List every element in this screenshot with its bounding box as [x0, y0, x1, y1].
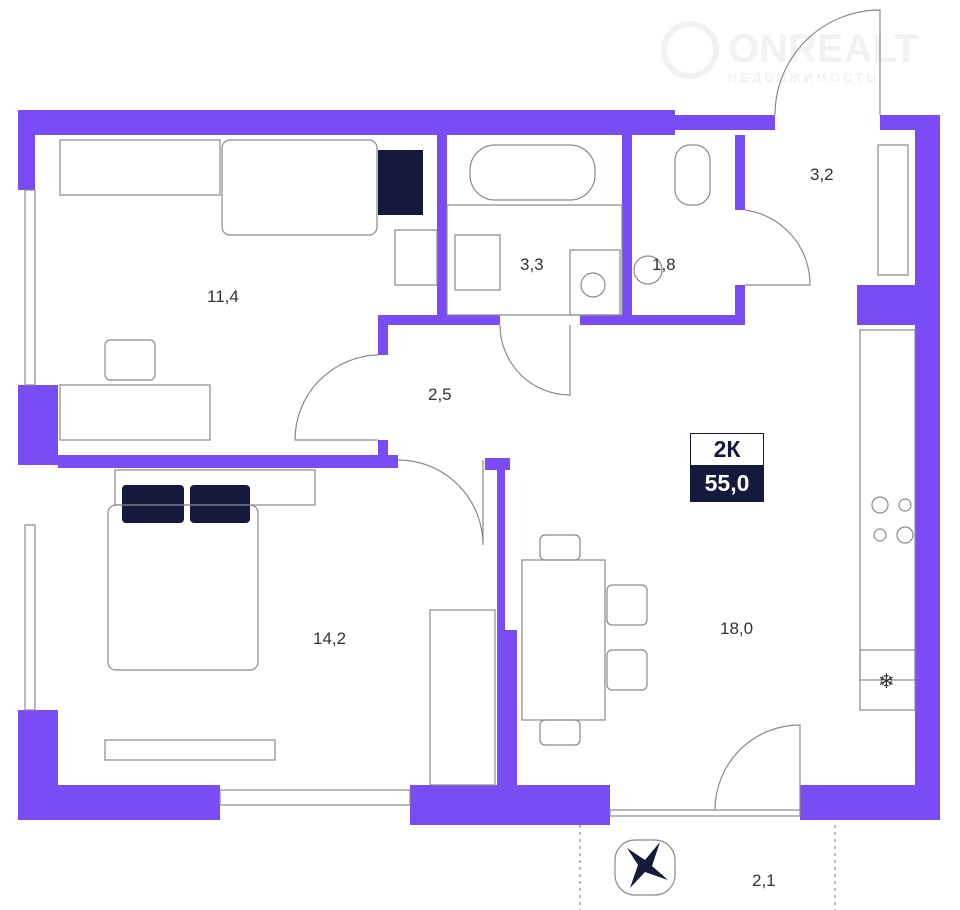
apartment-badge: 2К 55,0 [690, 433, 764, 502]
dining-table [521, 559, 606, 721]
double-bed [107, 504, 259, 671]
windows [24, 189, 801, 817]
kitchen-counter [859, 329, 916, 681]
fridge [859, 649, 916, 711]
area-bedroom-2: 14,2 [313, 629, 346, 648]
pillow-left [122, 485, 184, 523]
washing-machine [569, 249, 621, 316]
balcony-chair [614, 839, 676, 896]
area-toilet: 1,8 [652, 255, 676, 274]
snowflake-icon: ❄ [878, 671, 895, 693]
area-kitchen-living: 18,0 [720, 619, 753, 638]
area-bedroom-1: 11,4 [207, 287, 239, 306]
svg-text:НЕДВИЖИМОСТЬ: НЕДВИЖИМОСТЬ [728, 70, 878, 85]
wardrobe-bedroom [429, 609, 496, 786]
sink [454, 234, 501, 291]
walls [18, 110, 940, 825]
desk [59, 384, 211, 441]
bed-single [221, 139, 378, 236]
tv-stand [104, 739, 276, 761]
room-count: 2К [691, 434, 763, 465]
total-area: 55,0 [691, 465, 763, 501]
area-entry-hall: 3,2 [810, 165, 834, 184]
cushion [627, 842, 668, 888]
svg-text:ONREALT: ONREALT [728, 27, 918, 71]
toilet [674, 144, 711, 206]
room-labels: 11,4 3,3 1,8 3,2 2,5 14,2 18,0 2,1 [207, 165, 834, 890]
watermark: ONREALT НЕДВИЖИМОСТЬ [661, 21, 918, 85]
furniture: ❄ [59, 139, 916, 910]
bathtub [469, 144, 596, 201]
doors [294, 9, 881, 811]
pillow-right [190, 485, 250, 523]
area-corridor: 2,5 [428, 385, 452, 404]
pillow [378, 150, 423, 215]
area-balcony: 2,1 [752, 871, 776, 890]
chair [104, 339, 156, 381]
area-bathroom: 3,3 [520, 255, 544, 274]
wardrobe-hall [877, 144, 909, 276]
toilet-sink [633, 255, 663, 285]
wardrobe [59, 139, 221, 196]
